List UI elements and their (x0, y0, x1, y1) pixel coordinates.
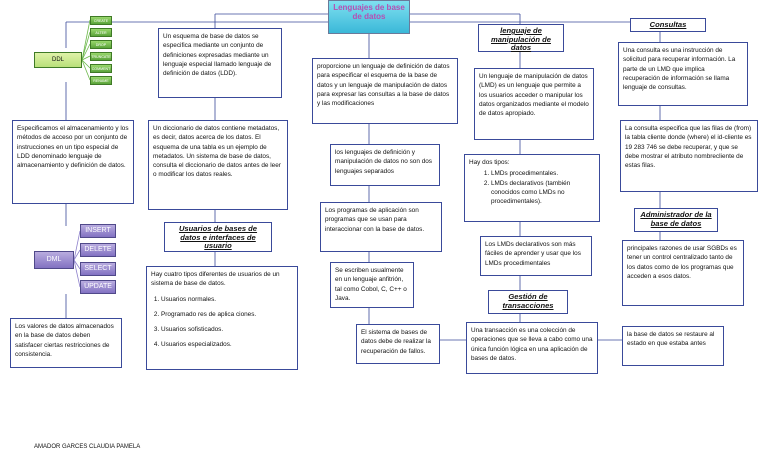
dml-item: UPDATE (80, 280, 116, 294)
ddl-item-text: RENAME (93, 79, 109, 83)
ddl-node: DDL (34, 52, 82, 68)
users-intro: Hay cuatro tipos diferentes de usuarios … (151, 271, 280, 288)
host-language-text: Se escriben usualmente en un lenguaje an… (335, 267, 407, 302)
consistency-text: Los valores de datos almacenados en la b… (15, 323, 114, 358)
dml-title-text: lenguaje de manipulación de datos (491, 26, 551, 53)
list-item: LMDs procedimentales. (491, 169, 595, 178)
list-item: Usuarios sofisticados. (161, 325, 293, 334)
application-programs-text: Los programas de aplicación son programa… (325, 207, 425, 233)
ddl-label: DDL (51, 57, 64, 63)
storage-definition-box: Especificamos el almacenamiento y los mé… (12, 120, 134, 204)
language-purpose-text: proporcione un lenguaje de definición de… (317, 63, 450, 108)
dml-title: lenguaje de manipulación de datos (478, 24, 564, 52)
ddl-item: CREATE (90, 16, 112, 25)
ddl-item-text: TRUNCATE (91, 55, 111, 59)
queries-title-text: Consultas (649, 20, 687, 29)
consistency-box: Los valores de datos almacenados en la b… (10, 318, 122, 368)
not-separate-box: los lenguajes de definición y manipulaci… (330, 144, 440, 186)
dml-types-list: LMDs procedimentales. LMDs declarativos … (469, 169, 595, 206)
admin-title: Administrador de la base de datos (634, 208, 718, 232)
application-programs-box: Los programas de aplicación son programa… (320, 202, 442, 252)
transactions-title-text: Gestión de transacciones (502, 292, 554, 310)
ddl-item: ALTER (90, 28, 112, 37)
dml-label: DML (46, 256, 62, 263)
failure-recovery-box: El sistema de bases de datos debe de rea… (356, 324, 440, 364)
language-purpose-box: proporcione un lenguaje de definición de… (312, 58, 458, 124)
dml-item-text: INSERT (85, 227, 111, 234)
dml-item-text: SELECT (84, 265, 112, 272)
dml-item: SELECT (80, 262, 116, 276)
dml-definition-text: Un lenguaje de manipulación de datos (LM… (479, 73, 589, 118)
ddl-item: RENAME (90, 76, 112, 85)
dml-node: DML (34, 251, 74, 269)
transaction-definition-box: Una transacción es una colección de oper… (466, 322, 598, 374)
ddl-item: DROP (90, 40, 112, 49)
ddl-item: TRUNCATE (90, 52, 112, 61)
dml-item: INSERT (80, 224, 116, 238)
query-definition-box: Una consulta es una instrucción de solic… (618, 42, 748, 106)
transactions-title: Gestión de transacciones (488, 290, 568, 314)
main-title: Lenguajes de base de datos (333, 3, 405, 21)
ddl-item: COMMENT (90, 64, 112, 73)
declarative-box: Los LMDs declarativos son más fáciles de… (480, 236, 592, 276)
ddl-item-text: ALTER (95, 31, 107, 35)
declarative-text: Los LMDs declarativos son más fáciles de… (485, 241, 581, 267)
data-dictionary-box: Un diccionario de datos contiene metadat… (148, 120, 288, 210)
users-list: Usuarios normales. Programado res de apl… (151, 295, 293, 350)
restore-box: la base de datos se restaure al estado e… (622, 326, 724, 366)
ddl-item-text: DROP (95, 43, 107, 47)
dml-item: DELETE (80, 243, 116, 257)
users-title-text: Usuarios de bases de datos e interfaces … (178, 224, 258, 251)
users-box: Hay cuatro tipos diferentes de usuarios … (146, 266, 298, 370)
users-title: Usuarios de bases de datos e interfaces … (164, 222, 272, 252)
data-dictionary-text: Un diccionario de datos contiene metadat… (153, 125, 281, 179)
query-example-box: La consulta especifica que las filas de … (620, 120, 758, 192)
host-language-box: Se escriben usualmente en un lenguaje an… (330, 262, 414, 308)
not-separate-text: los lenguajes de definición y manipulaci… (335, 149, 432, 175)
admin-title-text: Administrador de la base de datos (640, 210, 712, 228)
storage-definition-text: Especificamos el almacenamiento y los mé… (17, 125, 129, 170)
admin-definition-text: principales razones de usar SGBDs es ten… (627, 245, 737, 280)
list-item: LMDs declarativos (también conocidos com… (491, 179, 595, 207)
author-footer: AMADOR GARCES CLAUDIA PAMELA (34, 444, 140, 450)
admin-definition-box: principales razones de usar SGBDs es ten… (622, 240, 744, 306)
dml-types-intro: Hay dos tipos: (469, 159, 510, 166)
dml-types-box: Hay dos tipos: LMDs procedimentales. LMD… (464, 154, 600, 222)
transaction-definition-text: Una transacción es una colección de oper… (471, 327, 593, 362)
queries-title: Consultas (630, 18, 706, 32)
query-definition-text: Una consulta es una instrucción de solic… (623, 47, 736, 92)
list-item: Usuarios especializados. (161, 340, 293, 349)
list-item: Programado res de aplica ciones. (161, 310, 293, 319)
dml-definition-box: Un lenguaje de manipulación de datos (LM… (474, 68, 594, 140)
ddl-item-text: CREATE (93, 19, 109, 23)
restore-text: la base de datos se restaure al estado e… (627, 331, 715, 348)
author-name: AMADOR GARCES CLAUDIA PAMELA (34, 444, 141, 450)
main-title-banner: Lenguajes de base de datos (328, 0, 410, 34)
schema-box: Un esquema de base de datos se especific… (158, 28, 282, 98)
failure-recovery-text: El sistema de bases de datos debe de rea… (361, 329, 431, 355)
list-item: Usuarios normales. (161, 295, 293, 304)
dml-item-text: UPDATE (84, 283, 112, 290)
ddl-item-text: COMMENT (91, 67, 111, 71)
schema-text: Un esquema de base de datos se especific… (163, 33, 272, 78)
dml-item-text: DELETE (84, 246, 112, 253)
query-example-text: La consulta especifica que las filas de … (625, 125, 752, 170)
